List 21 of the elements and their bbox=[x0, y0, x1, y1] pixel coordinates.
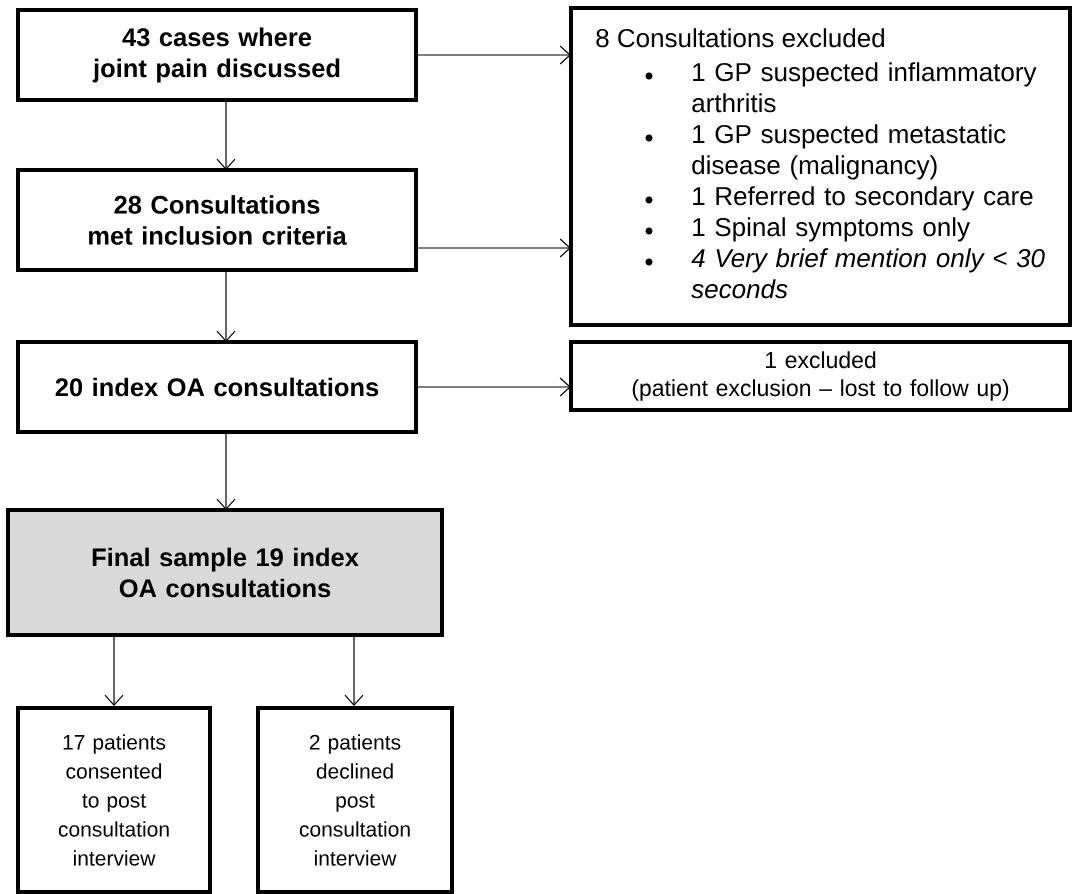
arrow bbox=[216, 431, 236, 510]
process-box: 28 Consultations met inclusion criteria bbox=[16, 168, 418, 272]
list-heading: 8 Consultations excluded bbox=[596, 28, 884, 48]
process-box: Final sample 19 index OA consultations bbox=[6, 508, 444, 637]
process-box: 17 patients consented to post consultation interview bbox=[16, 706, 212, 894]
process-box: 2 patients declined post consultation interview bbox=[256, 706, 454, 894]
exclusion-box: 1 excluded (patient exclusion – lost to follow up) bbox=[569, 340, 1072, 412]
arrow bbox=[415, 45, 571, 65]
bullet-item: 1 GP suspected metastatic disease (malignancy) bbox=[645, 124, 1006, 180]
bullet-item: 4 Very brief mention only < 30 seconds bbox=[645, 248, 1045, 299]
arrow bbox=[216, 269, 236, 342]
arrow bbox=[216, 99, 236, 170]
arrow bbox=[415, 377, 571, 397]
process-box: 20 index OA consultations bbox=[16, 340, 418, 434]
arrow bbox=[415, 238, 571, 258]
arrow bbox=[344, 634, 364, 706]
bullet-item: 1 GP suspected inflammatory arthritis bbox=[645, 62, 1037, 113]
bullet-item: 1 Spinal symptoms only bbox=[645, 217, 970, 242]
bullet-item: 1 Referred to secondary care bbox=[645, 186, 1033, 211]
arrow bbox=[104, 634, 124, 706]
process-box: 43 cases where joint pain discussed bbox=[16, 8, 418, 102]
